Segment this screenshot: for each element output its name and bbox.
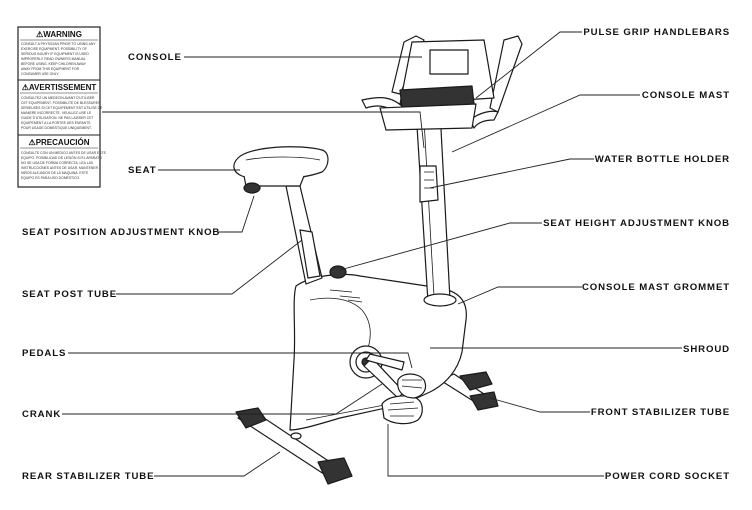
leader-pedals [68, 352, 413, 369]
precaucion-line: EQUIPO ES PARA USO DOMÉSTICO. [21, 175, 80, 180]
leader-warning [102, 111, 425, 149]
label-seat-position-adjustment-knob: SEAT POSITION ADJUSTMENT KNOB [22, 227, 220, 238]
warning-line: IMPROPERLY. READ OWNER'S MANUAL [21, 57, 86, 61]
warning-line: SERIOUS INJURY IF EQUIPMENT IS USED [21, 52, 89, 56]
label-console-mast-grommet: CONSOLE MAST GROMMET [582, 282, 730, 293]
label-pulse-grip-handlebars: PULSE GRIP HANDLEBARS [583, 27, 730, 38]
leader-seat-position-knob [218, 195, 255, 233]
seat [233, 146, 329, 194]
label-water-bottle-holder: WATER BOTTLE HOLDER [595, 154, 730, 165]
label-console-mast: CONSOLE MAST [642, 90, 730, 101]
front-stabilizer-tube [439, 371, 499, 411]
avertissement-line: CET EQUIPEMENT. POSSIBILITE DE BLESSURES [21, 101, 101, 105]
seat-post-tube [285, 185, 347, 285]
leader-seat-height-knob [339, 222, 542, 271]
water-bottle-holder [419, 165, 439, 203]
precaucion-line: NIÑOS ALEJADOS DE LA MAQUINA. ESTE [21, 170, 89, 175]
exercise-bike-illustration [233, 35, 523, 485]
warning-line: CONSUMER USE ONLY. [21, 72, 59, 76]
avertissement-line: EQUIPEMENT A LA PORTEE DES ENFANTS [21, 121, 91, 125]
leader-power-cord [387, 424, 604, 477]
avertissement-line: SERIEUSES SI CET EQUIPEMENT EST UTILISE … [21, 106, 103, 110]
warning-label: ⚠WARNING CONSULT A PHYSICIAN PRIOR TO US… [17, 26, 107, 188]
label-seat: SEAT [128, 165, 156, 176]
label-crank: CRANK [22, 409, 61, 420]
precaucion-line: NO SE USA DE FORMA CORRECTA. LEA LAS [21, 161, 94, 165]
avertissement-line: MANIERE INCORRECTE. VEUILLEZ LIRE LE [21, 111, 92, 115]
leader-pulse-grip [475, 31, 582, 99]
label-front-stabilizer-tube: FRONT STABILIZER TUBE [591, 407, 730, 418]
console-mast [415, 109, 457, 307]
label-power-cord-socket: POWER CORD SOCKET [605, 471, 730, 482]
leader-grommet [457, 286, 582, 305]
label-rear-stabilizer-tube: REAR STABILIZER TUBE [22, 471, 154, 482]
warning-line: AWAY FROM THIS EQUIPMENT FOR [21, 67, 80, 71]
console [379, 39, 495, 131]
leader-console-mast [451, 94, 640, 153]
warning-line: EXERCISE EQUIPMENT. POSSIBILITY OF [21, 47, 87, 51]
label-seat-post-tube: SEAT POST TUBE [22, 289, 117, 300]
part-labels: CONSOLE SEAT SEAT POSITION ADJUSTMENT KN… [22, 27, 730, 482]
precaucion-line: INSTRUCCIONES ANTES DE USAR. MANTENER [21, 166, 99, 170]
avertissement-heading: ⚠AVERTISSEMENT [22, 83, 97, 92]
leader-water-bottle [429, 158, 594, 189]
leader-front-stabilizer [489, 397, 590, 413]
avertissement-line: POUR USAGE DOMESTIQUE UNIQUEMENT. [21, 126, 92, 130]
avertissement-line: CONSULTEZ UN MEDECIN AVANT D'UTILISER [21, 96, 95, 100]
leader-crank [62, 383, 383, 415]
leader-rear-stabilizer [154, 451, 281, 477]
leader-lines [62, 31, 682, 477]
leader-seat-post-tube [116, 239, 303, 295]
warning-line: CONSULT A PHYSICIAN PRIOR TO USING ANY [21, 42, 96, 46]
precaucion-line: EQUIPO. POSIBILIDAD DE LESIÓN SI EL APAR… [21, 155, 102, 160]
rear-stabilizer-tube [235, 407, 353, 485]
warning-line: BEFORE USING. KEEP CHILDREN AWAY [21, 62, 87, 66]
label-pedals: PEDALS [22, 348, 66, 359]
label-shroud: SHROUD [683, 344, 730, 355]
avertissement-line: GUIDE D'UTILISATION. NE PAS LAISSER CET [21, 116, 94, 120]
precaucion-line: CONSULTE CON UN MEDICO ANTES DE USAR EST… [21, 151, 107, 155]
precaucion-heading: ⚠PRECAUCIÓN [29, 138, 90, 147]
warning-heading: ⚠WARNING [36, 30, 82, 39]
label-console: CONSOLE [128, 52, 182, 63]
label-seat-height-adjustment-knob: SEAT HEIGHT ADJUSTMENT KNOB [543, 218, 730, 229]
pedals [381, 373, 427, 425]
